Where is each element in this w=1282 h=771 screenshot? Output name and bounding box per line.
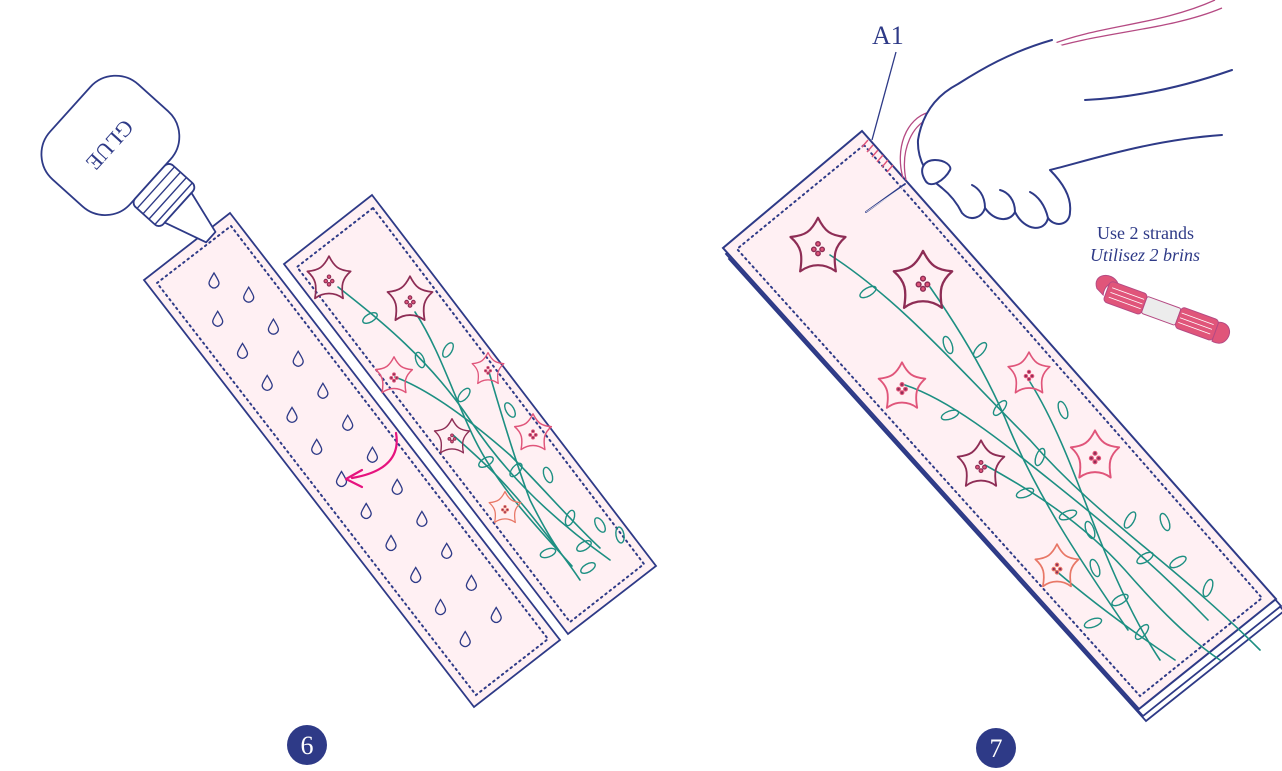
leaves <box>859 285 1214 641</box>
stems <box>829 254 1261 661</box>
point-label-a1: A1 <box>872 21 904 50</box>
hand-icon <box>916 39 1233 229</box>
glue-bottle-icon: GLUE <box>40 74 217 244</box>
glue-strip <box>142 211 562 709</box>
embroidery-floss-icon <box>1095 275 1231 344</box>
flower-strip-left-panel <box>282 193 658 636</box>
step-7-number: 7 <box>990 734 1003 763</box>
instruction-english: Use 2 strands <box>1097 223 1194 243</box>
a1-leader-line <box>871 51 897 141</box>
stems <box>337 286 611 581</box>
fold-arrow-icon <box>344 431 398 489</box>
leaves <box>362 312 625 574</box>
step-6-number: 6 <box>301 731 314 760</box>
step-6-illustration: GLUE 6 <box>40 74 658 765</box>
step-7-illustration: A1 Use 2 strands Utilisez 2 brins <box>721 0 1282 768</box>
needle-icon <box>865 183 906 213</box>
instruction-french: Utilisez 2 brins <box>1090 245 1200 265</box>
step-7-badge: 7 <box>976 728 1016 768</box>
stacked-strips <box>721 129 1282 723</box>
edge-stitches <box>861 139 894 173</box>
thread <box>899 0 1223 181</box>
step-6-badge: 6 <box>287 725 327 765</box>
